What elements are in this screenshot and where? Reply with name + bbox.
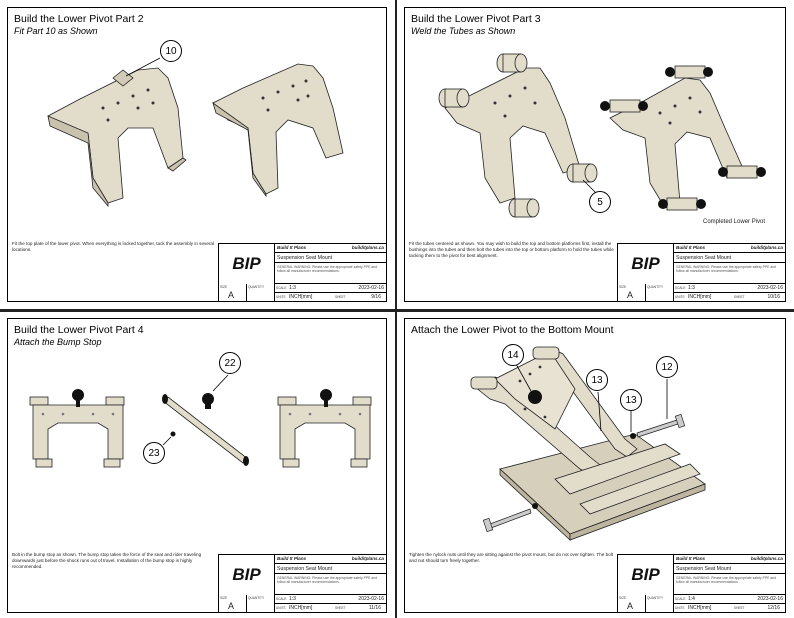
sheet-note: Fit the top plate of the lower pivot. Wh… (12, 241, 214, 252)
brand-name: Build It Plans (277, 556, 307, 561)
scale-label: SCALE (675, 286, 686, 290)
sheet-number: 9/16 (371, 294, 381, 300)
bip-logo: BIP (618, 244, 674, 284)
scale-value: 1:3 (289, 596, 296, 602)
pivot-to-bottom-mount-drawing (470, 346, 706, 541)
callout-part-12: 12 (656, 356, 678, 378)
sheet-number: 11/16 (368, 605, 381, 611)
units-value: INCH[mm] (688, 605, 712, 611)
brand-name: Build It Plans (676, 556, 706, 561)
general-warning: GENERAL WARNING: Please use the appropri… (277, 265, 378, 274)
drawing-title: Suspension Seat Mount (676, 566, 732, 572)
sheet-label: SHEET (335, 295, 346, 299)
units-label: UNITS (675, 295, 685, 299)
bip-logo: BIP (219, 244, 275, 284)
brand-site: builditplans.ca (750, 245, 783, 250)
size-label: SIZE (619, 285, 627, 289)
callout-part-13: 13 (586, 369, 608, 391)
brand-name: Build It Plans (277, 245, 307, 250)
drawing-title: Suspension Seat Mount (277, 255, 333, 261)
page-divider-vertical (395, 0, 397, 618)
date-value: 2023-02-16 (358, 285, 384, 291)
scale-value: 1:3 (289, 285, 296, 291)
size-value: A (228, 290, 235, 300)
callout-part-22: 22 (219, 352, 241, 374)
sheet-title: Build the Lower Pivot Part 3 (411, 13, 541, 25)
scale-label: SCALE (276, 597, 287, 601)
sheet-title: Build the Lower Pivot Part 4 (14, 324, 144, 336)
quantity-label: QUANTITY (248, 285, 265, 289)
units-value: INCH[mm] (289, 294, 313, 300)
title-block: BIP Build It Plans builditplans.ca Suspen… (218, 243, 386, 301)
sheet-number: 12/16 (767, 605, 780, 611)
general-warning: GENERAL WARNING: Please use the appropri… (676, 576, 777, 585)
brand-site: builditplans.ca (351, 556, 384, 561)
date-value: 2023-02-16 (757, 596, 783, 602)
units-value: INCH[mm] (289, 605, 313, 611)
callout-part-10: 10 (160, 40, 182, 62)
size-label: SIZE (619, 596, 627, 600)
sheet-lower-pivot-part-3: Build the Lower Pivot Part 3 Weld the Tu… (404, 7, 786, 302)
scale-label: SCALE (276, 286, 287, 290)
scale-label: SCALE (675, 597, 686, 601)
date-value: 2023-02-16 (757, 285, 783, 291)
lower-pivot-drawing (47, 57, 344, 208)
date-value: 2023-02-16 (358, 596, 384, 602)
scale-value: 1:4 (688, 596, 695, 602)
bip-logo: BIP (618, 555, 674, 595)
sheet-note: Bolt in the bump stop as shown. The bump… (12, 552, 202, 569)
drawing-title: Suspension Seat Mount (676, 255, 732, 261)
quantity-label: QUANTITY (647, 285, 664, 289)
bump-stop-drawing (29, 374, 372, 468)
sheet-label: SHEET (734, 606, 745, 610)
sheet-note: Fit the tubes centered as shown. You may… (409, 241, 614, 258)
units-label: UNITS (276, 295, 286, 299)
callout-part-14: 14 (502, 344, 524, 366)
units-label: UNITS (276, 606, 286, 610)
sheet-number: 10/16 (767, 294, 780, 300)
general-warning: GENERAL WARNING: Please use the appropri… (277, 576, 378, 585)
page-divider-horizontal (0, 309, 794, 312)
sheet-title: Attach the Lower Pivot to the Bottom Mou… (411, 324, 614, 336)
units-label: UNITS (675, 606, 685, 610)
title-block: BIP Build It Plans builditplans.ca Suspen… (617, 554, 785, 612)
callout-part-23: 23 (143, 442, 165, 464)
quantity-label: QUANTITY (647, 596, 664, 600)
quantity-label: QUANTITY (248, 596, 265, 600)
general-warning: GENERAL WARNING: Please use the appropri… (676, 265, 777, 274)
sheet-subtitle: Attach the Bump Stop (14, 337, 102, 347)
sheet-subtitle: Fit Part 10 as Shown (14, 26, 98, 36)
title-block: BIP Build It Plans builditplans.ca Suspen… (617, 243, 785, 301)
sheet-attach-lower-pivot: Attach the Lower Pivot to the Bottom Mou… (404, 318, 786, 613)
bip-logo: BIP (219, 555, 275, 595)
scale-value: 1:3 (688, 285, 695, 291)
drawing-title: Suspension Seat Mount (277, 566, 333, 572)
brand-name: Build It Plans (676, 245, 706, 250)
title-block: BIP Build It Plans builditplans.ca Suspen… (218, 554, 386, 612)
sheet-lower-pivot-part-4: Build the Lower Pivot Part 4 Attach the … (7, 318, 387, 613)
sheet-subtitle: Weld the Tubes as Shown (411, 26, 516, 36)
pivot-tubes-drawing (438, 53, 766, 218)
brand-site: builditplans.ca (750, 556, 783, 561)
sheet-note: Tighten the nylock nuts until they are s… (409, 552, 614, 563)
size-value: A (228, 601, 235, 611)
sheet-label: SHEET (734, 295, 745, 299)
sheet-label: SHEET (335, 606, 346, 610)
size-value: A (627, 290, 634, 300)
size-label: SIZE (220, 596, 228, 600)
brand-site: builditplans.ca (351, 245, 384, 250)
callout-part-13-nut: 13 (620, 389, 642, 411)
callout-part-5: 5 (589, 191, 611, 213)
sheet-title: Build the Lower Pivot Part 2 (14, 13, 144, 25)
completed-lower-pivot-caption: Completed Lower Pivot (703, 219, 766, 225)
size-label: SIZE (220, 285, 228, 289)
size-value: A (627, 601, 634, 611)
units-value: INCH[mm] (688, 294, 712, 300)
sheet-lower-pivot-part-2: Build the Lower Pivot Part 2 Fit Part 10… (7, 7, 387, 302)
